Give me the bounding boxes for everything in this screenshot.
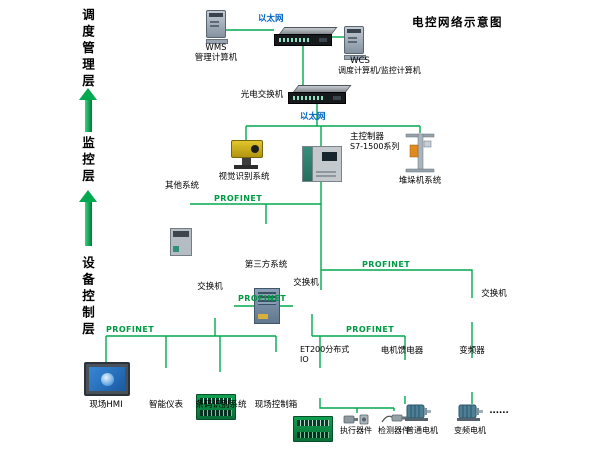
switch-left-icon <box>196 394 236 420</box>
detectors-icon <box>381 414 407 423</box>
stacker-crane-icon <box>405 133 435 173</box>
layer-label-device-control: 设备控制层 <box>80 256 95 339</box>
vfd-motor-icon <box>457 404 483 421</box>
wms-server-icon <box>206 10 228 44</box>
vision-system-label: 视觉识别系统 <box>218 172 270 182</box>
wcs-name: WCS <box>350 56 370 66</box>
optical-switch-label: 光电交换机 <box>240 90 284 100</box>
actuators-icon <box>343 414 369 425</box>
third-party-plc-icon <box>254 288 280 324</box>
up-arrow-icon <box>79 88 97 132</box>
wms-label: WMS 管理计算机 <box>180 43 252 63</box>
profinet-label-monitor: PROFINET <box>214 194 263 203</box>
optical-switch-icon <box>288 85 352 104</box>
other-system-icon <box>170 228 192 256</box>
ethernet-label-top: 以太网 <box>258 14 284 24</box>
core-switch-icon <box>274 27 338 46</box>
wcs-desc: 调度计算机/监控计算机 <box>338 66 421 75</box>
more-devices-ellipsis: ...... <box>489 406 509 416</box>
actuators-label: 执行器件 <box>340 426 372 435</box>
field-hmi-label: 现场HMI <box>89 400 123 410</box>
profinet-label-right: PROFINET <box>362 260 411 269</box>
profinet-label-left-bus: PROFINET <box>106 325 155 334</box>
layer-label-management: 调度管理层 <box>80 8 95 91</box>
normal-motor-icon <box>405 404 431 421</box>
wms-name: WMS <box>205 43 227 53</box>
et200-label: ET200分布式IO <box>300 345 350 364</box>
layer-label-monitoring: 监控层 <box>80 136 95 186</box>
barcode-system-label: 条码识别系统 <box>195 400 247 410</box>
motor-feeder-label: 电机馈电器 <box>380 346 424 356</box>
vfd-motor-label: 变频电机 <box>454 426 486 435</box>
switch-right-label: 交换机 <box>481 289 507 299</box>
wcs-server-icon <box>344 26 366 60</box>
smart-meter-label: 智能仪表 <box>148 400 183 410</box>
field-control-box-label: 现场控制箱 <box>254 400 298 410</box>
main-controller-name: 主控制器 <box>350 132 385 142</box>
profinet-label-link: PROFINET <box>238 294 287 303</box>
other-system-label: 其他系统 <box>164 181 199 191</box>
ethernet-label-mid: 以太网 <box>300 112 326 122</box>
wms-desc: 管理计算机 <box>194 53 238 64</box>
vfd-label: 变频器 <box>459 346 485 356</box>
profinet-label-mid-bus: PROFINET <box>346 325 395 334</box>
vision-camera-icon <box>228 140 264 169</box>
stacker-system-label: 堆垛机系统 <box>398 176 442 186</box>
switch-mid-icon <box>293 416 333 442</box>
page-title: 电控网络示意图 <box>412 15 503 29</box>
third-party-system-label: 第三方系统 <box>244 260 288 270</box>
detectors-label: 检测器件 <box>378 426 410 435</box>
switch-mid-label: 交换机 <box>293 278 319 288</box>
main-controller-desc: S7-1500系列 <box>350 142 400 151</box>
up-arrow-icon <box>79 190 97 246</box>
field-hmi-icon <box>84 362 130 396</box>
switch-left-label: 交换机 <box>197 282 223 292</box>
main-controller-plc-icon <box>302 146 342 182</box>
normal-motor-label: 普通电机 <box>406 426 438 435</box>
